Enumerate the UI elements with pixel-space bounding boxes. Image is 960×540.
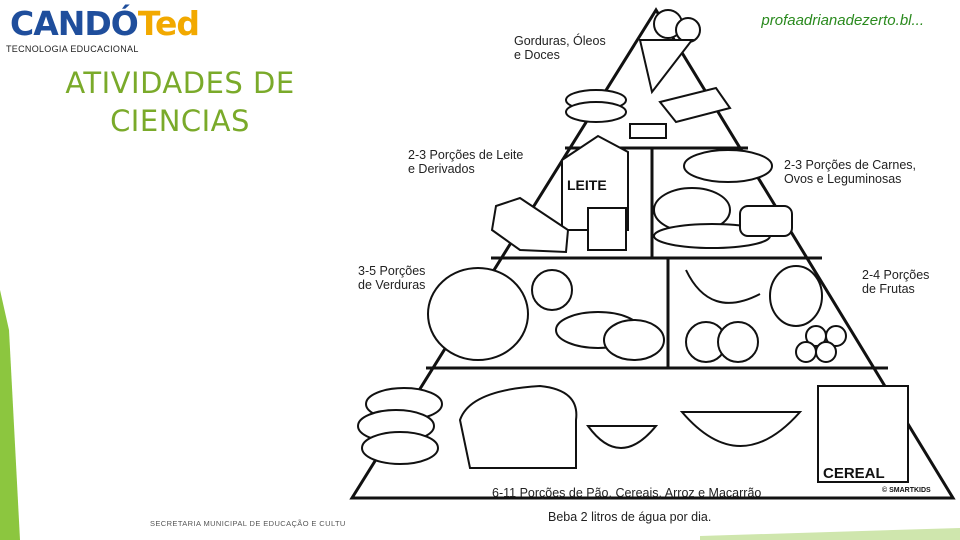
label-dairy-text: 2-3 Porções de Leite e Derivados [408,148,523,176]
vegetables-drawing [428,268,664,360]
credit-label: © SMARTKIDS [882,486,931,494]
label-vegetables-text: 3-5 Porções de Verduras [358,264,425,292]
cereal-box-label: CEREAL [823,465,885,482]
label-fruits-text: 2-4 Porções de Frutas [862,268,929,296]
label-fats-text: Gorduras, Óleos e Doces [514,34,606,62]
label-fruits: 2-4 Porções de Frutas [862,268,929,296]
label-fats: Gorduras, Óleos e Doces [514,34,606,62]
label-vegetables: 3-5 Porções de Verduras [358,264,425,292]
label-water: Beba 2 litros de água por dia. [548,510,711,524]
milk-carton-label: LEITE [567,177,607,193]
label-meat: 2-3 Porções de Carnes, Ovos e Leguminosa… [784,158,916,186]
sweets-drawing [566,10,730,138]
label-grains: 6-11 Porções de Pão, Cereais, Arroz e Ma… [492,486,761,500]
label-meat-text: 2-3 Porções de Carnes, Ovos e Leguminosa… [784,158,916,186]
label-dairy: 2-3 Porções de Leite e Derivados [408,148,523,176]
